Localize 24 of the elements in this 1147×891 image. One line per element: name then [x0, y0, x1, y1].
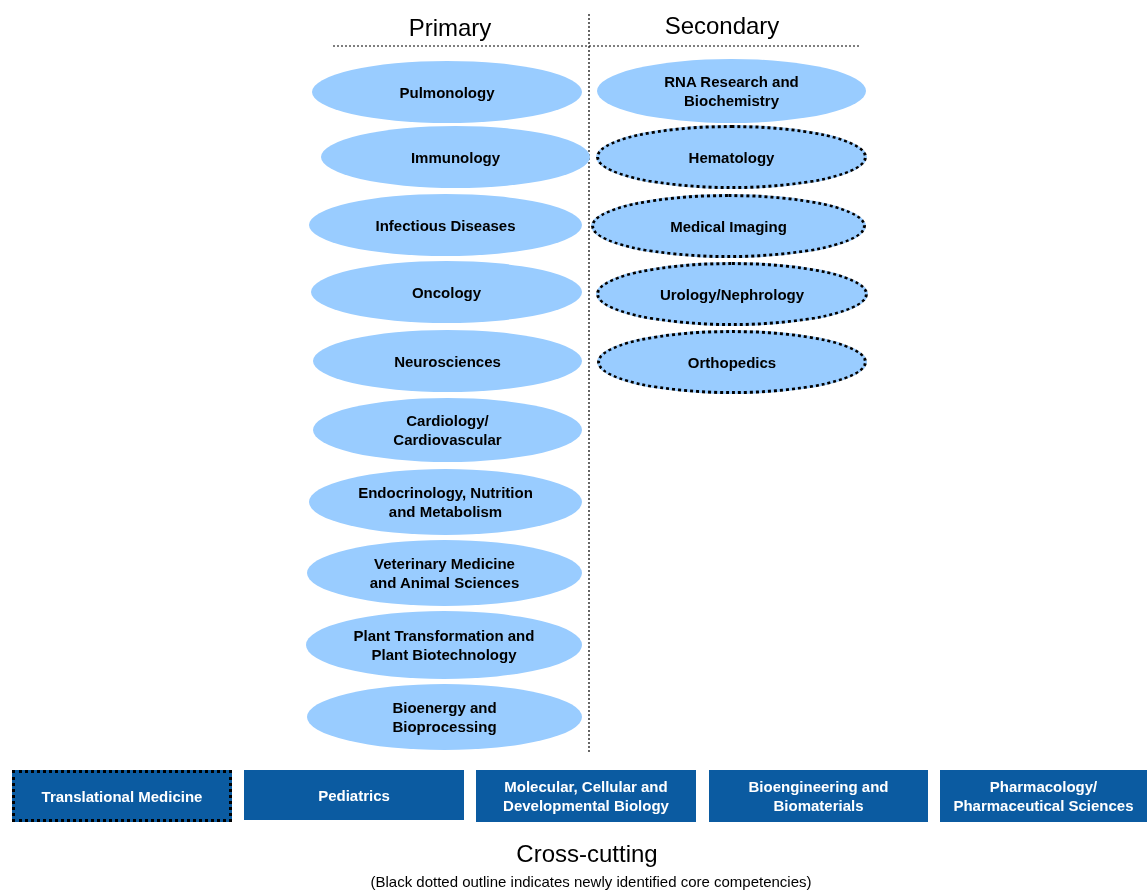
topic-ellipse: Bioenergy and Bioprocessing: [307, 684, 582, 750]
topic-ellipse: Veterinary Medicine and Animal Sciences: [307, 540, 582, 606]
topic-box: Pediatrics: [244, 770, 464, 820]
topic-box: Bioengineering and Biomaterials: [709, 770, 928, 822]
topic-ellipse: Cardiology/ Cardiovascular: [313, 398, 582, 462]
topic-box: Pharmacology/ Pharmaceutical Sciences: [940, 770, 1147, 822]
topic-ellipse: Neurosciences: [313, 330, 582, 392]
topic-ellipse: Medical Imaging: [591, 194, 866, 258]
topic-ellipse: Immunology: [321, 126, 590, 188]
topic-ellipse: Pulmonology: [312, 61, 582, 123]
topic-ellipse: Endocrinology, Nutrition and Metabolism: [309, 469, 582, 535]
column-heading: Primary: [408, 14, 492, 42]
topic-ellipse: Infectious Diseases: [309, 194, 582, 256]
topic-box: Molecular, Cellular and Developmental Biology: [476, 770, 696, 822]
column-heading: Secondary: [664, 12, 780, 40]
topic-ellipse: Oncology: [311, 261, 582, 323]
topic-ellipse: RNA Research and Biochemistry: [597, 59, 866, 123]
footnote: (Black dotted outline indicates newly identified core competencies): [370, 873, 812, 890]
topic-ellipse: Orthopedics: [597, 330, 867, 394]
section-heading: Cross-cutting: [516, 840, 658, 868]
topic-ellipse: Urology/Nephrology: [596, 262, 868, 326]
topic-ellipse: Plant Transformation and Plant Biotechnology: [306, 611, 582, 679]
topic-box: Translational Medicine: [12, 770, 232, 822]
topic-ellipse: Hematology: [596, 125, 867, 189]
